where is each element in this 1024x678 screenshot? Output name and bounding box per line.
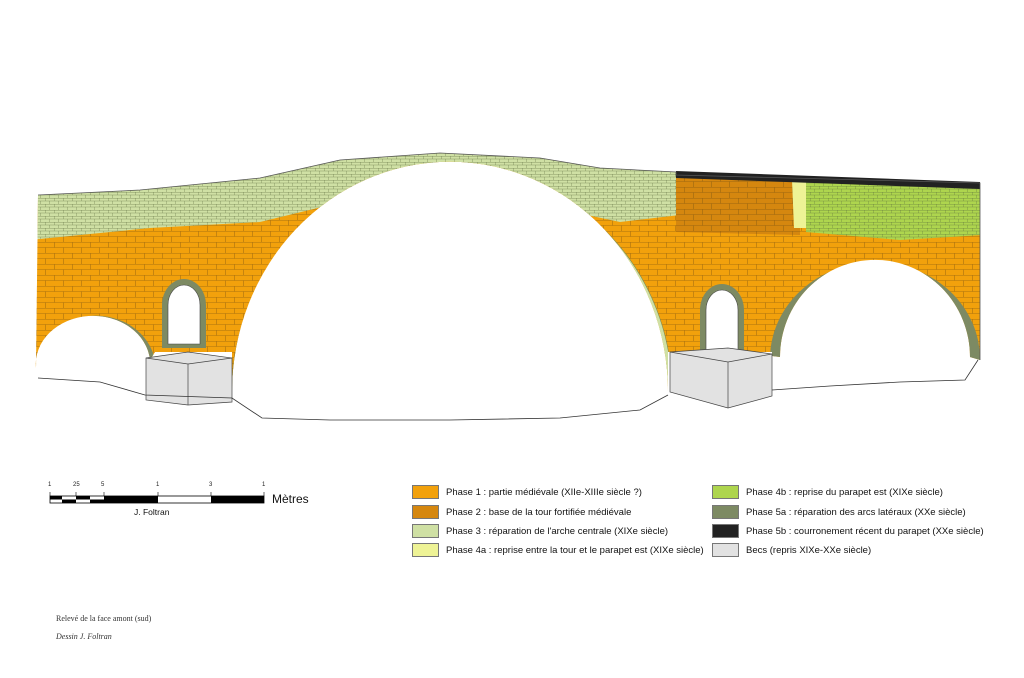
legend-swatch (412, 524, 439, 538)
survey-caption: Relevé de la face amont (sud) (56, 614, 152, 623)
bec-left (145, 351, 233, 406)
legend-swatch (412, 485, 439, 499)
scale-tick-label: 25 (73, 482, 80, 488)
legend-swatch (412, 543, 439, 557)
legend-label: Phase 4b : reprise du parapet est (XIXe … (746, 486, 943, 498)
legend-item: Phase 2 : base de la tour fortifiée médi… (412, 505, 631, 519)
drawn-by-caption: Dessin J. Foltran (56, 632, 112, 641)
legend-label: Phase 1 : partie médiévale (XIIe-XIIIe s… (446, 486, 642, 498)
legend-label: Phase 5a : réparation des arcs latéraux … (746, 506, 966, 518)
legend-item: Phase 3 : réparation de l'arche centrale… (412, 524, 668, 538)
scale-tick-label: 1 (156, 482, 160, 488)
legend-swatch (712, 524, 739, 538)
window-opening-left (162, 279, 206, 348)
legend-item: Phase 4a : reprise entre la tour et le p… (412, 543, 704, 557)
scale-bar (49, 492, 265, 504)
legend-item: Phase 5a : réparation des arcs latéraux … (712, 505, 966, 519)
ground-line (37, 377, 669, 421)
legend-label: Phase 5b : courronement récent du parape… (746, 525, 984, 537)
legend-swatch (712, 543, 739, 557)
legend-item: Phase 1 : partie médiévale (XIIe-XIIIe s… (412, 485, 642, 499)
legend-label: Phase 3 : réparation de l'arche centrale… (446, 525, 669, 537)
legend-item: Phase 5b : courronement récent du parape… (712, 524, 984, 538)
legend-label: Phase 2 : base de la tour fortifiée médi… (446, 506, 632, 518)
bec-right (669, 347, 773, 409)
scale-tick-label: 1 (262, 482, 266, 488)
window-opening-right (700, 284, 744, 352)
legend-swatch (412, 505, 439, 519)
legend-swatch (712, 505, 739, 519)
scale-author-label: J. Foltran (134, 507, 170, 517)
phase5b-coping (676, 171, 980, 189)
legend-swatch (712, 485, 739, 499)
legend-label: Phase 4a : reprise entre la tour et le p… (446, 544, 704, 556)
scale-units-label: Mètres (272, 492, 309, 506)
legend-label: Becs (repris XIXe-XXe siècle) (746, 544, 872, 556)
legend-item: Phase 4b : reprise du parapet est (XIXe … (712, 485, 943, 499)
legend-item: Becs (repris XIXe-XXe siècle) (712, 543, 871, 557)
scale-tick-label: 3 (209, 482, 213, 488)
scale-tick-label: 1 (48, 482, 52, 488)
scale-tick-label: 5 (101, 482, 105, 488)
